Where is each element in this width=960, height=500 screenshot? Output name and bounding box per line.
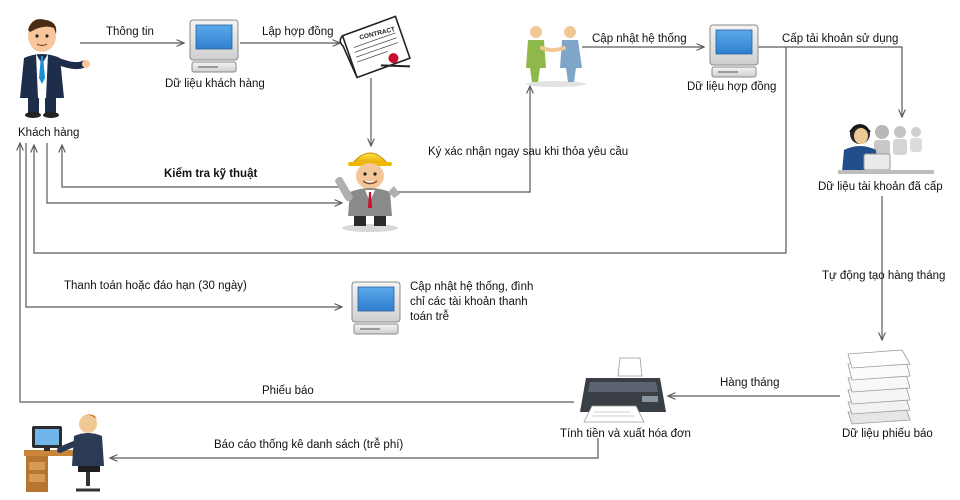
- notice-data-label: Dữ liệu phiếu báo: [842, 428, 933, 440]
- customer-data-label: Dữ liệu khách hàng: [165, 78, 265, 90]
- system-update-label-line-2: chỉ các tài khoản thanh: [410, 296, 528, 308]
- arrow-grant-account: [758, 46, 902, 117]
- contract-document-icon: CONTRACT: [339, 15, 411, 79]
- customer-data-computer-icon: [189, 19, 239, 73]
- label-payment-due: Thanh toán hoặc đáo hạn (30 ngày): [64, 280, 247, 292]
- technician-icon: [335, 152, 400, 232]
- contract-data-computer-icon: [709, 24, 759, 78]
- label-report: Báo cáo thống kê danh sách (trễ phí): [214, 438, 403, 451]
- label-auto-monthly: Tự động tạo hàng tháng: [822, 270, 945, 282]
- label-make-contract: Lập hợp đồng: [262, 26, 334, 38]
- label-notice: Phiếu báo: [262, 385, 314, 397]
- label-monthly: Hàng tháng: [720, 377, 779, 389]
- arrow-account-to-customer: [34, 47, 787, 254]
- printer-icon: [580, 357, 666, 423]
- arrow-payment-due: [25, 143, 342, 307]
- label-grant-account: Cấp tải khoản sử dụng: [782, 33, 898, 45]
- label-info: Thông tin: [106, 26, 154, 38]
- system-update-label-line-1: Cập nhật hệ thống, đình: [410, 281, 533, 293]
- call-center-icon: [838, 124, 934, 174]
- office-staff-icon: [24, 414, 104, 492]
- arrow-sign: [396, 86, 530, 193]
- contract-data-label: Dữ liệu hợp đồng: [687, 81, 776, 93]
- connectors: [20, 43, 902, 458]
- invoicing-label: Tính tiền và xuất hóa đơn: [560, 428, 691, 440]
- issued-accounts-label: Dữ liệu tài khoản đã cấp: [818, 181, 943, 193]
- system-update-label-line-3: toán trễ: [410, 310, 449, 323]
- paper-stack-icon: [847, 349, 911, 425]
- arrow-report: [110, 438, 599, 458]
- label-tech-check: Kiểm tra kỹ thuật: [164, 168, 257, 180]
- customer-icon: [20, 19, 90, 118]
- label-update-system: Cập nhật hệ thống: [592, 33, 687, 45]
- handshake-icon: [526, 26, 586, 87]
- customer-label: Khách hàng: [18, 127, 79, 139]
- arrow-notice: [20, 143, 574, 403]
- label-sign: Ký xác nhận ngay sau khi thỏa yêu cầu: [428, 146, 628, 158]
- arrow-customer-to-tech: [46, 143, 342, 203]
- system-update-computer-icon: [351, 281, 401, 335]
- arrow-tech-check: [62, 145, 340, 188]
